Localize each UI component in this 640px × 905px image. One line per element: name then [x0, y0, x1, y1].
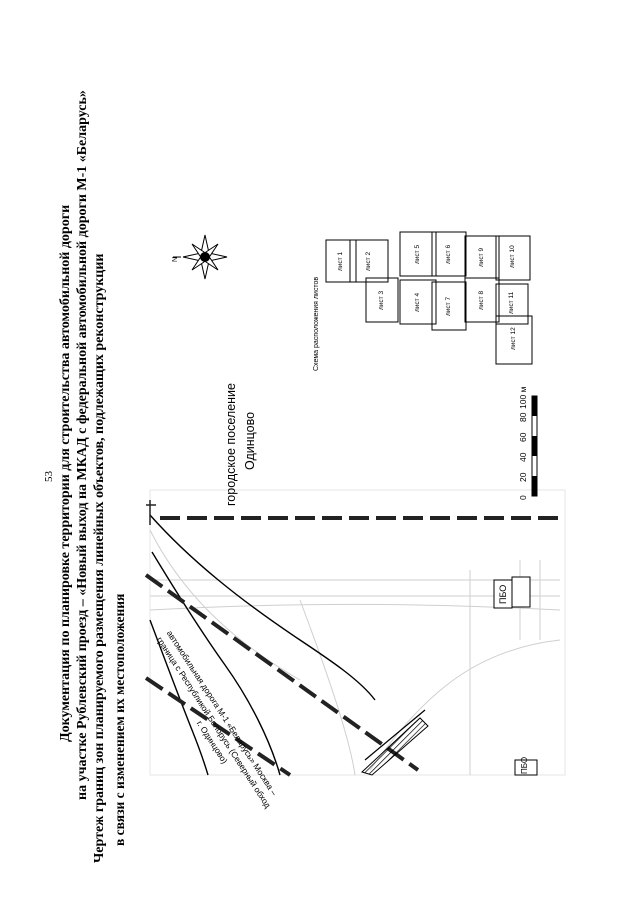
sheet-label-5: лист 5: [414, 244, 421, 264]
sheet-rect-1: [325, 239, 357, 283]
building-label-pbo: ПБО: [498, 584, 508, 604]
scale-tick-40: 40: [518, 452, 528, 462]
scale-tick-100: 100 м: [518, 386, 528, 409]
title-line-2: на участке Рублевский проезд – «Новый вы…: [75, 90, 90, 800]
sheet-label-9: лист 9: [478, 247, 485, 267]
compass-rose: [173, 234, 228, 280]
scale-tick-20: 20: [518, 472, 528, 482]
sheet-rect-10: [495, 235, 531, 281]
building-lower: [514, 759, 538, 776]
sheet-rect-7: [431, 281, 467, 331]
sheet-rect-3: [365, 277, 399, 323]
road-edges: [149, 514, 376, 776]
compass-n-label: N: [172, 256, 179, 262]
boundary-markers: [146, 500, 156, 525]
bridge-structure: [361, 709, 429, 776]
sheet-label-4: лист 4: [414, 292, 421, 312]
sheet-label-3: лист 3: [378, 290, 385, 310]
settlement-label-2: Одинцово: [243, 411, 257, 470]
zone-boundary-lines: [144, 516, 565, 777]
sheet-label-12: лист 12: [510, 327, 517, 350]
sheet-rect-12: [495, 315, 533, 365]
sheet-label-2: лист 2: [365, 251, 372, 271]
scale-tick-80: 80: [518, 412, 528, 422]
page-number: 53: [43, 471, 55, 482]
sheet-rect-11: [495, 283, 529, 325]
sheet-label-11: лист 11: [508, 291, 515, 314]
subtitle-line-1: Чертеж границ зон планируемого размещени…: [92, 253, 107, 863]
sheet-rect-9: [464, 235, 500, 279]
title-line-1: Документация по планировке территории дл…: [58, 204, 73, 742]
sheet-label-7: лист 7: [445, 296, 452, 316]
sheet-label-1: лист 1: [337, 251, 344, 271]
subtitle-line-2: в связи с изменением их местоположения: [112, 593, 127, 846]
sheet-rect-4: [399, 279, 437, 325]
sheet-scheme-title: Схема расположения листов: [313, 276, 320, 371]
building-pbo: [493, 576, 531, 609]
scale-tick-60: 60: [518, 432, 528, 442]
building-label-pbo-2: ПБО: [520, 756, 529, 774]
sheet-label-10: лист 10: [509, 245, 516, 268]
sheet-rect-2: [349, 239, 389, 283]
scale-tick-0: 0: [518, 495, 528, 500]
settlement-label-1: городское поселение: [224, 383, 238, 506]
sheet-label-6: лист 6: [445, 244, 452, 264]
sheet-rect-6: [431, 231, 467, 277]
map-frame: [149, 489, 566, 776]
sheet-scheme-rects: [325, 231, 533, 365]
sheet-label-8: лист 8: [478, 290, 485, 310]
scale-bar: [531, 395, 538, 497]
sheet-rect-5: [399, 231, 437, 277]
